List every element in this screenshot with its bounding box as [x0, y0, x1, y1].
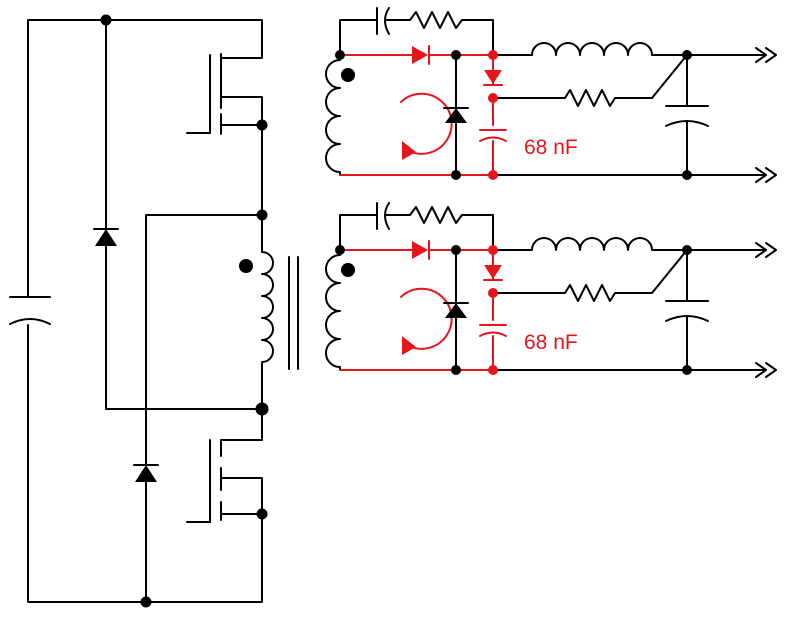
snubber-cap-label-lower: 68 nF: [524, 331, 578, 354]
upper-mosfet: [186, 53, 263, 135]
lower-mosfet: [186, 408, 263, 538]
junction-dots: [100, 14, 692, 608]
clamp-diode-lower-icon: [135, 465, 157, 482]
secondary-lower: [325, 202, 777, 378]
secondary-lower-polarity-dot: [341, 263, 355, 277]
primary-polarity-dot: [239, 259, 253, 273]
secondary-upper-polarity-dot: [341, 68, 355, 82]
snubber-cap-label-upper: 68 nF: [524, 136, 578, 159]
input-capacitor-plate-bottom: [9, 318, 51, 325]
clamp-diode-upper-icon: [95, 229, 117, 246]
secondary-upper: [325, 7, 777, 183]
primary-circuit: [9, 19, 299, 603]
